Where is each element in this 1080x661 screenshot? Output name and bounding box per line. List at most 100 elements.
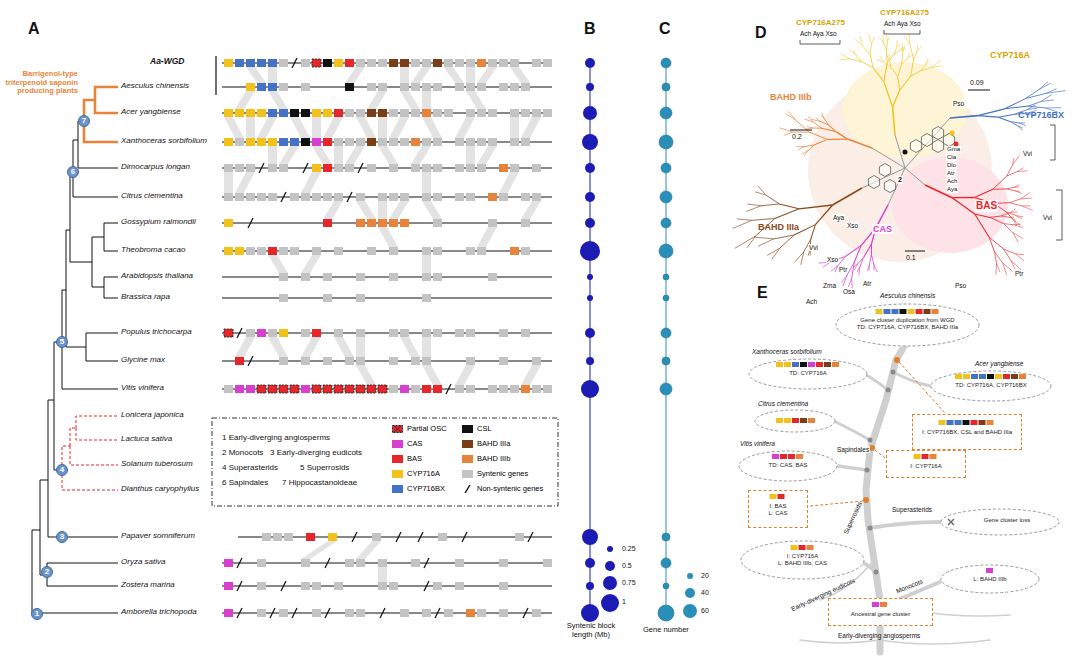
gene: [411, 109, 420, 117]
gene: [543, 385, 552, 393]
gene: [268, 329, 277, 337]
gene: [924, 309, 931, 314]
gene: [400, 219, 409, 227]
tree-branch: [900, 76, 911, 90]
synteny-band: [356, 365, 376, 385]
gene: [290, 247, 299, 255]
tree-branch: [975, 214, 990, 237]
clade-number-circle: 2: [41, 566, 53, 578]
gene: [389, 59, 398, 67]
tree-branch: [788, 111, 795, 120]
gene: [246, 59, 255, 67]
node-text: L: BAHD IIIb, CAS: [778, 560, 827, 567]
synteny-band: [246, 117, 255, 138]
node-text: TD: CYP716A, CYP716BX: [955, 382, 1026, 389]
label: Dlo: [946, 162, 957, 169]
gene: [356, 138, 365, 146]
gene: [306, 533, 315, 541]
synteny-band: [356, 201, 376, 219]
gene: [422, 385, 431, 393]
tree-branch: [840, 59, 850, 60]
gene: [224, 164, 233, 172]
gene: [955, 420, 962, 425]
tree-branch: [864, 244, 872, 258]
gene: [543, 59, 552, 67]
label: 0.1: [906, 254, 916, 262]
label: Arabidopsis thaliana: [121, 271, 193, 280]
partial-osc-gene: [224, 329, 233, 337]
gene: [455, 83, 464, 91]
gene: [521, 219, 530, 227]
gene: [979, 420, 986, 425]
gene: [433, 59, 442, 67]
label: 1: [622, 598, 626, 606]
gene: [367, 247, 376, 255]
tree-branch: [737, 219, 752, 220]
tree-branch: [887, 55, 894, 64]
gene: [262, 533, 271, 541]
label: CYP716A275: [880, 8, 929, 17]
tree-branch: [902, 52, 903, 64]
tree-branch: [775, 209, 799, 219]
tree-branch: [761, 204, 779, 206]
label: Aa-WGD: [150, 57, 184, 67]
tree-branch: [858, 258, 864, 264]
non-syntenic-mark: [352, 532, 357, 542]
sample: [393, 425, 403, 432]
tree-branch: [995, 264, 997, 275]
legend-circle: [687, 573, 693, 579]
label: 40: [701, 589, 709, 597]
gene: [257, 193, 266, 201]
synteny-band: [521, 201, 541, 219]
synteny-band: [323, 117, 343, 138]
label: Aesculus chinensis: [121, 81, 189, 90]
branch: [838, 466, 867, 470]
label: Sapindales: [836, 446, 870, 453]
label: Xanthoceras sorbifolium: [121, 136, 207, 145]
gene: [433, 193, 442, 201]
tree-branch: [1017, 216, 1023, 219]
gene: [301, 357, 310, 365]
synteny-band: [334, 337, 354, 357]
label: B: [584, 20, 596, 38]
tree-branch: [104, 277, 118, 287]
gene: [279, 357, 288, 365]
gene: [268, 109, 277, 117]
tree-branch: [758, 186, 766, 195]
ring: [910, 140, 921, 153]
label: Theobroma cacao: [121, 245, 185, 254]
gene: [876, 309, 883, 314]
gene: [279, 273, 288, 281]
gene: [930, 454, 937, 459]
tree-branch: [1015, 191, 1022, 194]
gene: [477, 609, 486, 617]
label: Xanthoceras sorbifolium: [752, 348, 822, 355]
gene: [301, 138, 310, 146]
gene: [515, 533, 524, 541]
tree-branch: [952, 197, 974, 198]
tree-branch: [849, 50, 855, 55]
tree-branch: [1046, 107, 1061, 108]
gene: [323, 193, 332, 201]
gene: [796, 454, 803, 459]
tree-branch: [813, 122, 821, 128]
tree-branch: [1011, 122, 1018, 126]
partial-osc-gene: [312, 59, 321, 67]
tree-branch: [873, 264, 874, 270]
gene: [268, 83, 277, 91]
label: Brassica rapa: [121, 292, 170, 301]
gene: [955, 374, 962, 379]
label: Zostera marina: [121, 580, 175, 589]
partial-osc-sample: [392, 425, 403, 433]
gene: [345, 609, 354, 617]
gene: [466, 138, 475, 146]
gene: [499, 59, 508, 67]
non-syntenic-mark: [418, 532, 423, 542]
partial-osc-gene: [345, 385, 354, 393]
gene: [477, 164, 486, 172]
tree-branch: [822, 113, 825, 119]
label: BAHD IIIb: [770, 92, 812, 102]
tree-branch: [861, 61, 873, 68]
gene: [543, 559, 552, 567]
ellipse-outline: [931, 371, 1051, 401]
